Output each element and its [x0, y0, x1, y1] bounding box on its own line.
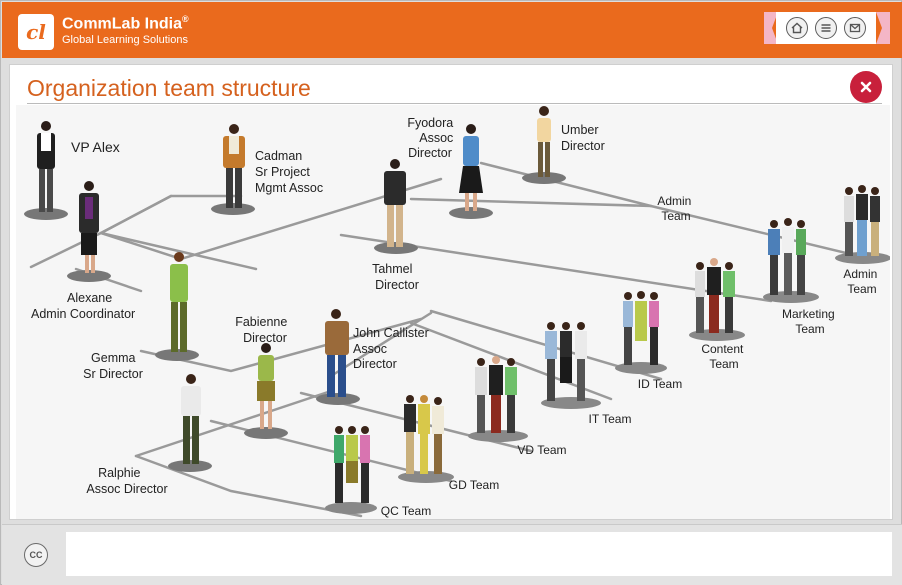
caption-text-area — [66, 532, 892, 576]
group-vd-team — [468, 356, 528, 442]
group-id-team — [615, 291, 667, 374]
person-vp-alex — [24, 121, 68, 220]
ribbon-decoration — [764, 12, 890, 44]
label-tahmel: Tahmel Director — [372, 262, 419, 292]
menu-icon[interactable] — [814, 17, 837, 39]
label-alexane: Alexane Admin Coordinator — [31, 291, 135, 321]
label-gemma: Gemma Sr Director — [83, 351, 143, 381]
brand-tagline: Global Learning Solutions — [62, 34, 188, 46]
person-gemma — [155, 252, 199, 361]
org-chart: VP Alex Alexane Admin Coordinator Cadman… — [16, 105, 890, 519]
person-cadman — [211, 124, 255, 215]
person-tahmel — [374, 159, 418, 254]
label-gd-team: GD Team — [449, 478, 499, 492]
person-ralphie — [168, 374, 212, 472]
group-content-team — [689, 258, 745, 341]
close-button[interactable] — [850, 71, 882, 103]
brand-name: CommLab India® — [62, 14, 189, 33]
page-title: Organization team structure — [27, 75, 311, 101]
title-divider — [27, 103, 882, 104]
label-ralphie: Ralphie Assoc Director — [86, 466, 167, 496]
label-id-team: ID Team — [638, 377, 682, 391]
person-umber — [522, 106, 566, 184]
label-vd-team: VD Team — [517, 443, 566, 457]
person-fyodora — [449, 124, 493, 219]
label-fyodora: Fyodora Assoc Director — [407, 116, 456, 160]
mail-icon[interactable] — [844, 17, 867, 39]
person-john-callister — [316, 309, 360, 405]
group-qc-team — [325, 426, 377, 514]
label-umber: Umber Director — [561, 123, 605, 153]
group-it-team — [541, 322, 601, 409]
label-cadman: Cadman Sr Project Mgmt Assoc — [255, 149, 323, 195]
caption-bar: CC — [2, 524, 902, 585]
label-fabienne: Fabienne Director — [235, 315, 291, 345]
nav-toolbar — [776, 12, 876, 44]
close-icon — [860, 81, 872, 93]
label-content-team: Content Team — [701, 342, 746, 371]
label-vp-alex: VP Alex — [71, 139, 120, 155]
label-it-team: IT Team — [589, 412, 632, 426]
label-qc-team: QC Team — [381, 504, 431, 518]
label-john-callister: John Callister Assoc Director — [353, 326, 432, 371]
label-admin-team-mid: Admin Team — [657, 194, 694, 223]
group-admin-team — [835, 185, 890, 264]
logo: cl — [18, 14, 54, 50]
closed-captions-button[interactable]: CC — [24, 543, 48, 567]
label-admin-team: Admin Team — [843, 267, 880, 296]
label-marketing-team: Marketing Team — [782, 307, 838, 336]
home-icon[interactable] — [785, 17, 808, 39]
group-gd-team — [398, 395, 454, 483]
person-fabienne — [244, 343, 288, 439]
person-alexane — [67, 181, 111, 282]
header-bar: cl CommLab India® Global Learning Soluti… — [2, 2, 902, 58]
group-marketing-team — [763, 218, 819, 303]
